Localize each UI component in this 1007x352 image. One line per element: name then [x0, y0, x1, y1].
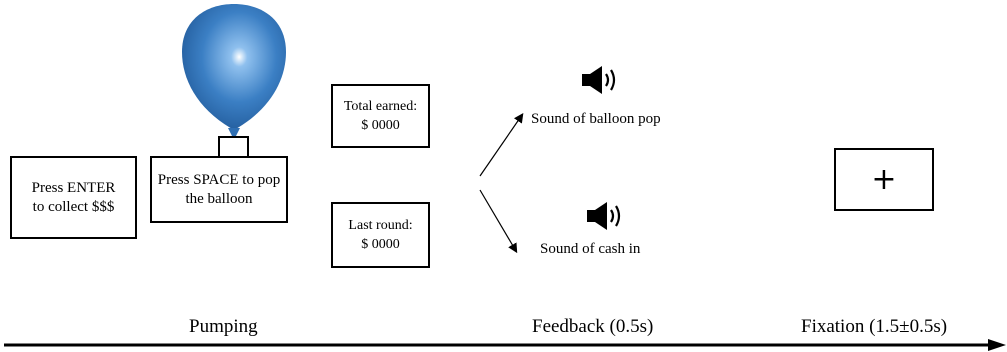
speaker-sound-icon — [587, 202, 621, 230]
phase-label-feedback: Feedback (0.5s) — [532, 316, 654, 337]
fixation-cross-box: + — [834, 148, 934, 211]
last-round-box: Last round: $ 0000 — [331, 202, 430, 268]
balloon-knot-box — [218, 136, 249, 158]
arrow-to-cash — [479, 189, 518, 254]
speaker-sound-icon — [582, 66, 616, 94]
balloon-image — [182, 4, 286, 136]
timeline-arrow — [4, 339, 1006, 351]
phase-label-fixation: Fixation (1.5±0.5s) — [801, 316, 948, 337]
arrow-to-pop — [479, 113, 524, 177]
balloon-pop-label: Sound of balloon pop — [531, 111, 661, 127]
press-enter-box: Press ENTER to collect $$$ — [10, 156, 137, 239]
phase-label-pumping: Pumping — [189, 316, 258, 337]
press-space-box: Press SPACE to pop the balloon — [150, 156, 288, 223]
cash-in-label: Sound of cash in — [540, 241, 641, 257]
total-earned-box: Total earned: $ 0000 — [331, 84, 430, 148]
